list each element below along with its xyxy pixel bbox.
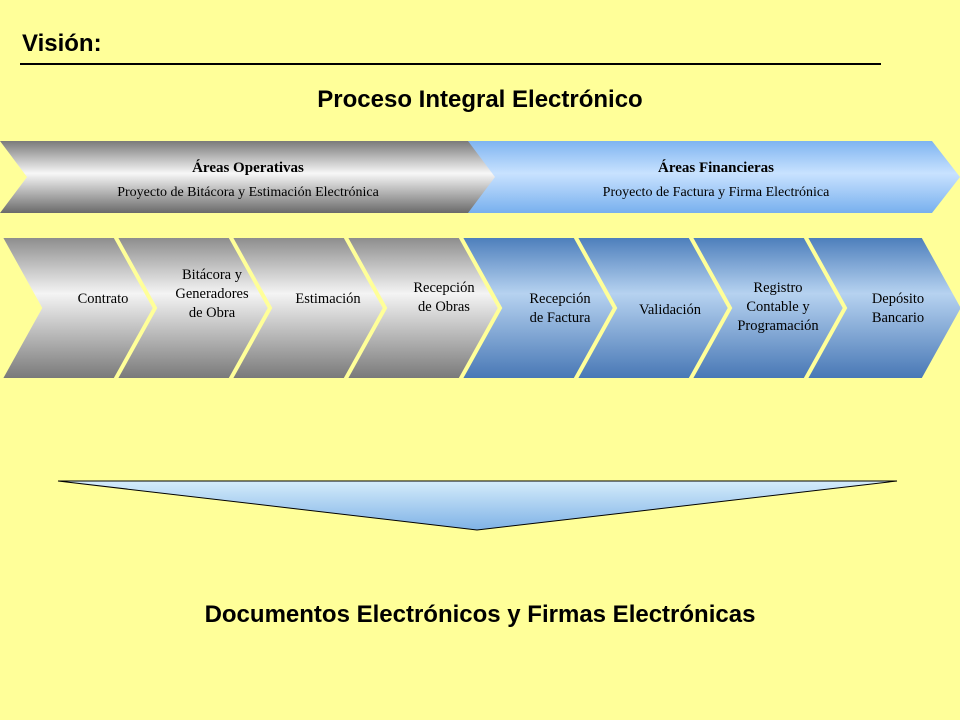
band-operativas-subtitle: Proyecto de Bitácora y Estimación Electr… [117, 185, 379, 200]
process-step-4-label-line: Recepción [413, 280, 475, 296]
process-step-4-label-line: de Obras [418, 299, 470, 315]
process-step-7-label-line: Registro [753, 280, 802, 296]
process-step-2-label-line: Bitácora y [182, 267, 243, 283]
process-step-5-label-line: Recepción [529, 291, 591, 307]
process-step-2-label-line: Generadores [175, 286, 249, 302]
process-step-7-label-line: Programación [737, 318, 819, 334]
process-step-5-label-line: de Factura [530, 310, 591, 326]
header-title: Visión: [22, 30, 102, 57]
process-step-8 [801, 234, 960, 382]
process-step-8-label-line: Depósito [872, 291, 924, 307]
band-financieras-subtitle: Proyecto de Factura y Firma Electrónica [603, 185, 830, 200]
process-step-7-label-line: Contable y [746, 299, 810, 315]
funnel-shape [57, 480, 898, 531]
process-step-3-label-line: Estimación [295, 291, 361, 307]
bottom-title: Documentos Electrónicos y Firmas Electró… [204, 601, 756, 628]
main-title: Proceso Integral Electrónico [317, 86, 643, 113]
process-step-1-label-line: Contrato [78, 291, 129, 307]
band-operativas-shape [0, 141, 497, 213]
process-step-8-label-line: Bancario [872, 310, 924, 326]
band-financieras-shape [468, 141, 960, 213]
band-operativas-title: Áreas Operativas [192, 159, 304, 176]
band-financieras-title: Áreas Financieras [658, 159, 774, 176]
process-step-6-label-line: Validación [639, 302, 702, 318]
process-steps: Contrato Bitácora y Generadores de Obra Esti… [0, 234, 960, 382]
header-divider [20, 63, 881, 65]
process-step-2-label-line: de Obra [189, 305, 236, 321]
